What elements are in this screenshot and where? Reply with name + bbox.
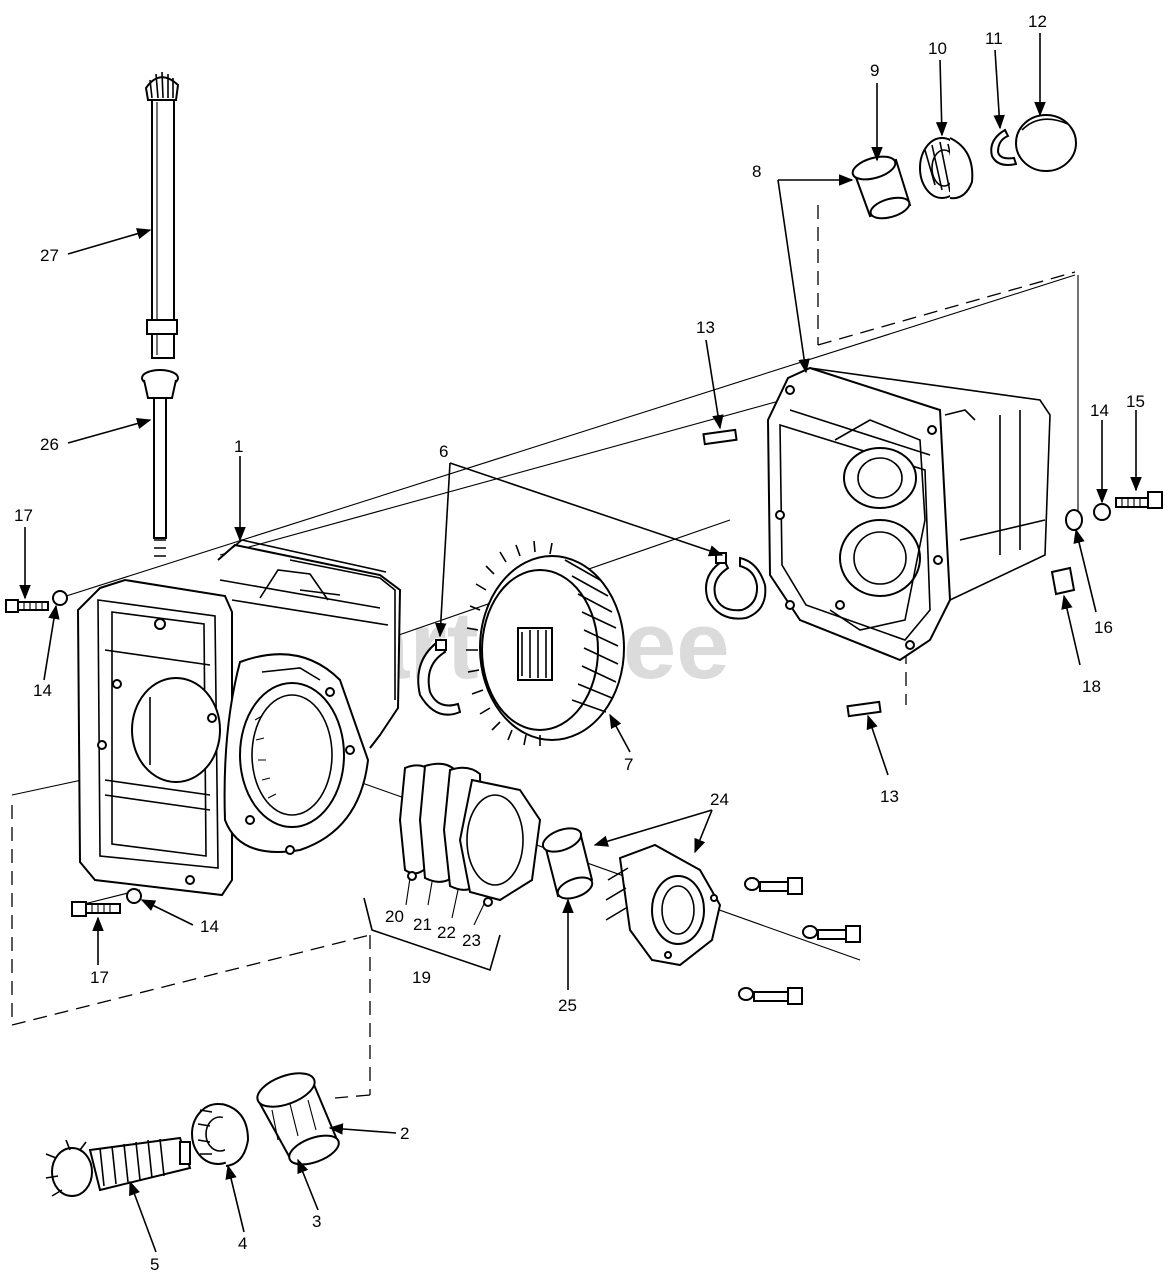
washer-14-right [1093, 503, 1111, 521]
callout-17-left: 17 [14, 506, 33, 525]
washer-16 [1065, 509, 1083, 531]
callout-20: 20 [385, 907, 404, 926]
dowel-pin-13-bottom [846, 700, 882, 718]
callout-14-right: 14 [1090, 401, 1109, 420]
bearing-cup-2-3 [256, 1072, 340, 1166]
bearing-cone-4 [191, 1103, 250, 1167]
leader-lines [19, 33, 1142, 1253]
left-housing [76, 539, 402, 897]
callout-13-top: 13 [696, 318, 715, 337]
callout-3: 3 [312, 1212, 321, 1231]
retaining-ring-6b [705, 552, 767, 620]
callout-12: 12 [1028, 12, 1047, 31]
gasket-set-19 [398, 762, 542, 907]
cap-12 [1015, 114, 1077, 172]
callout-9: 9 [870, 61, 879, 80]
gear-7 [466, 540, 625, 746]
callout-7: 7 [624, 755, 633, 774]
callout-8: 8 [752, 162, 761, 181]
callout-24: 24 [710, 790, 729, 809]
callout-21: 21 [413, 915, 432, 934]
bolt-15 [1115, 491, 1163, 509]
callout-26: 26 [40, 435, 59, 454]
plug-18 [1050, 566, 1076, 596]
washer-14-lower [126, 888, 142, 904]
bolts-24 [738, 877, 861, 1005]
callout-27: 27 [40, 246, 59, 265]
right-housing [766, 366, 1051, 662]
callout-19: 19 [412, 968, 431, 987]
callout-4: 4 [238, 1234, 247, 1253]
callout-17-lower: 17 [90, 968, 109, 987]
callout-22: 22 [437, 923, 456, 942]
callout-10: 10 [928, 39, 947, 58]
callout-18: 18 [1082, 677, 1101, 696]
bolt-17-left [5, 599, 49, 613]
callout-labels: 1 2 3 4 5 6 7 8 9 10 11 12 13 13 14 14 1… [14, 12, 1145, 1274]
callout-25: 25 [558, 996, 577, 1015]
retaining-ring-11 [990, 128, 1018, 166]
callout-5: 5 [150, 1255, 159, 1274]
callout-6: 6 [439, 442, 448, 461]
retaining-ring-6a [417, 638, 462, 716]
callout-11: 11 [985, 29, 1003, 48]
alignment-lines [11, 205, 1079, 1099]
washer-14-left [52, 590, 68, 606]
callout-16: 16 [1094, 618, 1113, 637]
callout-14-lower: 14 [200, 917, 219, 936]
dipstick-assembly [141, 71, 180, 557]
callout-1: 1 [234, 437, 243, 456]
pinion-shaft-5 [45, 1136, 192, 1197]
callout-15: 15 [1126, 392, 1145, 411]
bearing-cone-10 [919, 137, 974, 200]
dowel-pin-13-top [702, 428, 738, 446]
callout-14-left: 14 [33, 681, 52, 700]
bearing-retainer-24 [605, 843, 722, 967]
callout-23: 23 [462, 931, 481, 950]
bearing-cup-9 [851, 155, 912, 220]
bearing-cup-25 [541, 827, 594, 900]
callout-13-bottom: 13 [880, 787, 899, 806]
callout-2: 2 [400, 1124, 409, 1143]
bolt-17-lower [71, 901, 121, 917]
